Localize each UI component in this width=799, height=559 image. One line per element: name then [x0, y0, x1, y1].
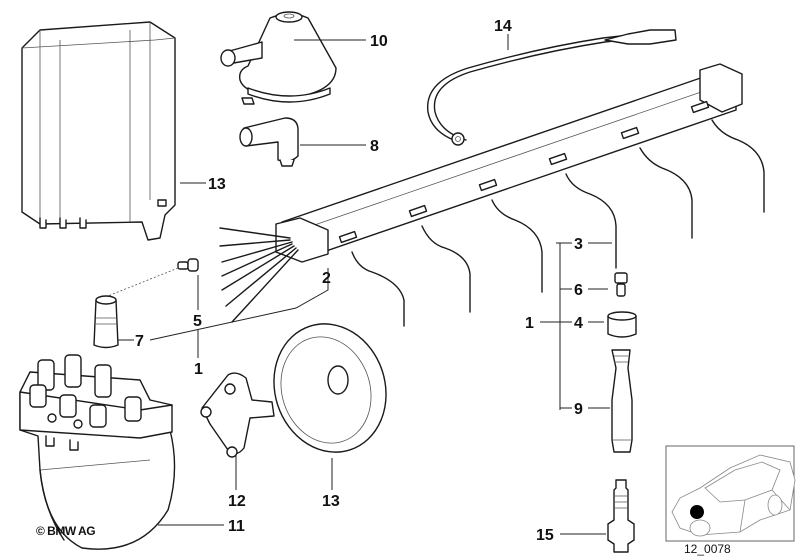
callout-labels: 13 10 8 14 2 5 7 1 3 6 1 4 9 15 12 13 11: [135, 18, 583, 544]
part-angled-plug[interactable]: [239, 117, 299, 167]
callout-2[interactable]: 2: [322, 270, 331, 287]
location-marker-dot: [690, 505, 704, 519]
part-protective-cover-cup[interactable]: [258, 309, 403, 467]
callout-6[interactable]: 7: [135, 333, 144, 350]
copyright-label: © BMW AG: [36, 524, 95, 538]
part-terminal-connector[interactable]: [107, 258, 199, 297]
part-coil-connector-boot[interactable]: [93, 295, 119, 349]
leader-lines: [118, 34, 612, 535]
part-distributor-rotor[interactable]: [200, 372, 275, 458]
callout-11[interactable]: 12: [228, 493, 246, 510]
part-ignition-lead-rail[interactable]: [219, 63, 765, 327]
callout-13[interactable]: 13: [208, 176, 226, 193]
part-spark-plug-connector[interactable]: [611, 349, 633, 453]
part-suppression-cap[interactable]: [220, 11, 337, 105]
part-rubber-sleeve[interactable]: [607, 311, 637, 338]
part-distributor-cap[interactable]: [19, 354, 176, 550]
callout-5-right[interactable]: 6: [574, 282, 583, 299]
callout-12[interactable]: 13: [322, 493, 340, 510]
callout-15[interactable]: 15: [536, 527, 554, 544]
callout-7[interactable]: 8: [370, 138, 379, 155]
callout-10[interactable]: 11: [228, 518, 245, 535]
callout-1-right[interactable]: 1: [525, 315, 534, 332]
callout-8[interactable]: 9: [574, 401, 583, 418]
part-cover[interactable]: [21, 21, 176, 241]
callout-3[interactable]: 3: [574, 236, 583, 253]
callout-4[interactable]: 4: [574, 315, 583, 332]
vehicle-locator-inset: 12_0078: [665, 445, 796, 556]
part-spark-plug[interactable]: [607, 479, 635, 553]
distributor-towers: [29, 354, 142, 428]
callout-5-left[interactable]: 5: [193, 313, 202, 330]
callout-14[interactable]: 14: [494, 18, 512, 35]
diagram-id-label: 12_0078: [684, 542, 731, 556]
part-terminal-connector-right[interactable]: [614, 272, 628, 297]
part-ignition-lead-sensor[interactable]: [427, 29, 677, 146]
callout-9[interactable]: 10: [370, 33, 388, 50]
callout-1-left[interactable]: 1: [194, 361, 203, 378]
